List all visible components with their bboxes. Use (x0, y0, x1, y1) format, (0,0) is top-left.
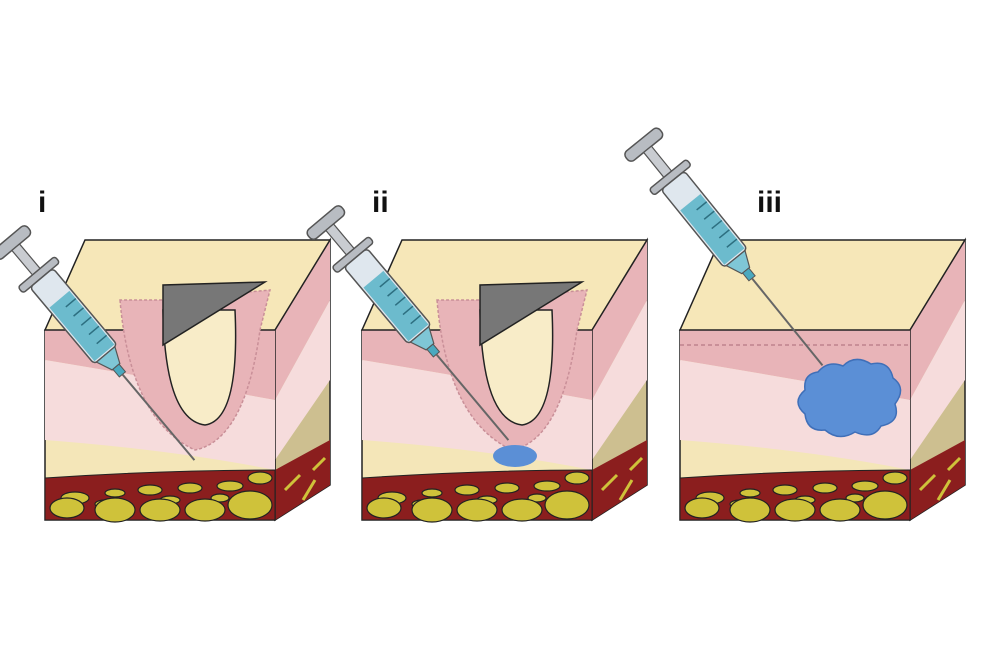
panel-label-i: i (38, 186, 47, 219)
panel-i (0, 221, 330, 522)
panel-label-iii: iii (757, 186, 783, 219)
panel-ii (302, 201, 647, 522)
filler-deposit (493, 445, 537, 467)
filler-deposit (797, 358, 902, 438)
panel-iii (620, 123, 965, 522)
panel-label-ii: ii (372, 186, 389, 219)
